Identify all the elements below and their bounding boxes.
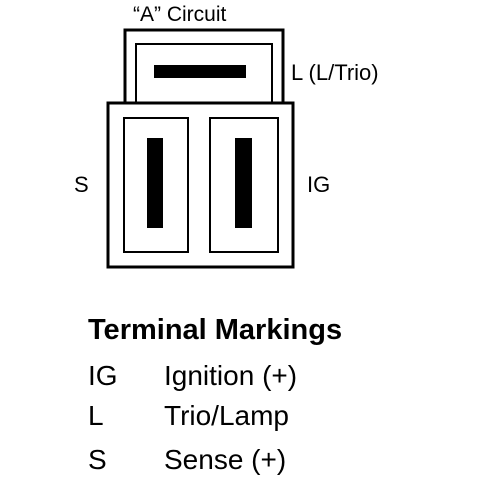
terminal-label-s: S [74,172,89,197]
terminal-label-l: L (L/Trio) [291,60,379,85]
legend-description: Trio/Lamp [164,400,290,431]
ig-terminal-housing [209,117,279,253]
terminal-label-ig: IG [307,172,331,197]
s-terminal-housing [123,117,189,253]
ig-terminal-blade [235,138,252,228]
legend-code: L [88,400,104,431]
legend-title: Terminal Markings [88,314,343,346]
legend-description: Sense (+) [164,444,287,475]
legend-description: Ignition (+) [164,360,298,391]
l-terminal-blade [154,65,246,78]
legend-code: IG [88,360,118,391]
connector-body [106,101,295,269]
s-terminal-blade [147,138,163,228]
legend-code: S [88,444,107,475]
circuit-title: “A” Circuit [133,3,227,26]
